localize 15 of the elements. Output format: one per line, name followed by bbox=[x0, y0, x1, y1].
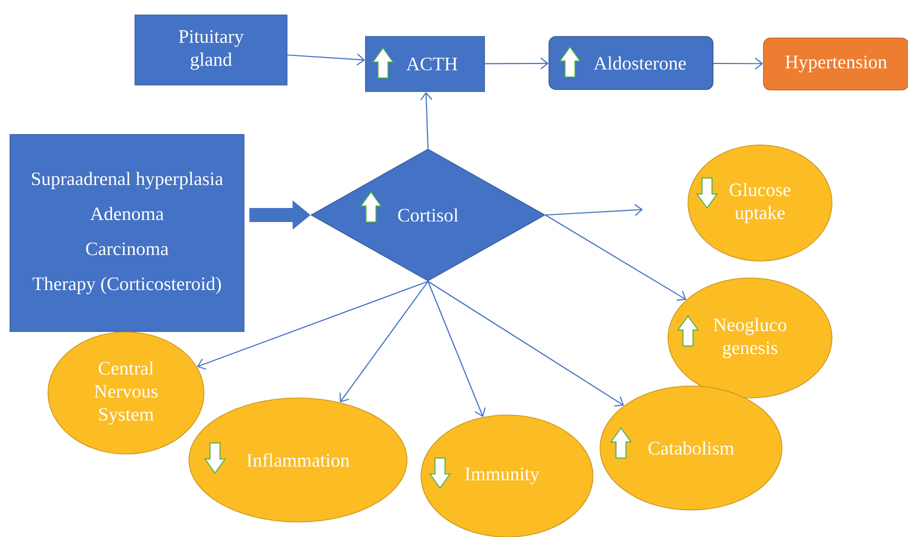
arrow bbox=[428, 281, 486, 417]
arrow bbox=[196, 280, 428, 370]
process-box: ACTH bbox=[365, 36, 485, 92]
arrow bbox=[340, 281, 428, 402]
arrow bbox=[713, 58, 764, 70]
process-box: Aldosterone bbox=[548, 36, 714, 90]
arrow bbox=[545, 204, 643, 216]
pituitary-box: Pituitary gland bbox=[134, 14, 288, 86]
arrow bbox=[484, 58, 549, 70]
arrow bbox=[420, 92, 432, 149]
arrow bbox=[428, 280, 624, 407]
arrow bbox=[545, 214, 686, 301]
arrow bbox=[287, 54, 366, 66]
outcome-box: Hypertension bbox=[763, 38, 908, 90]
cause-box: Supraadrenal hyperplasia Adenoma Carcinoma Therapy (Corticosteroid) bbox=[10, 134, 244, 332]
